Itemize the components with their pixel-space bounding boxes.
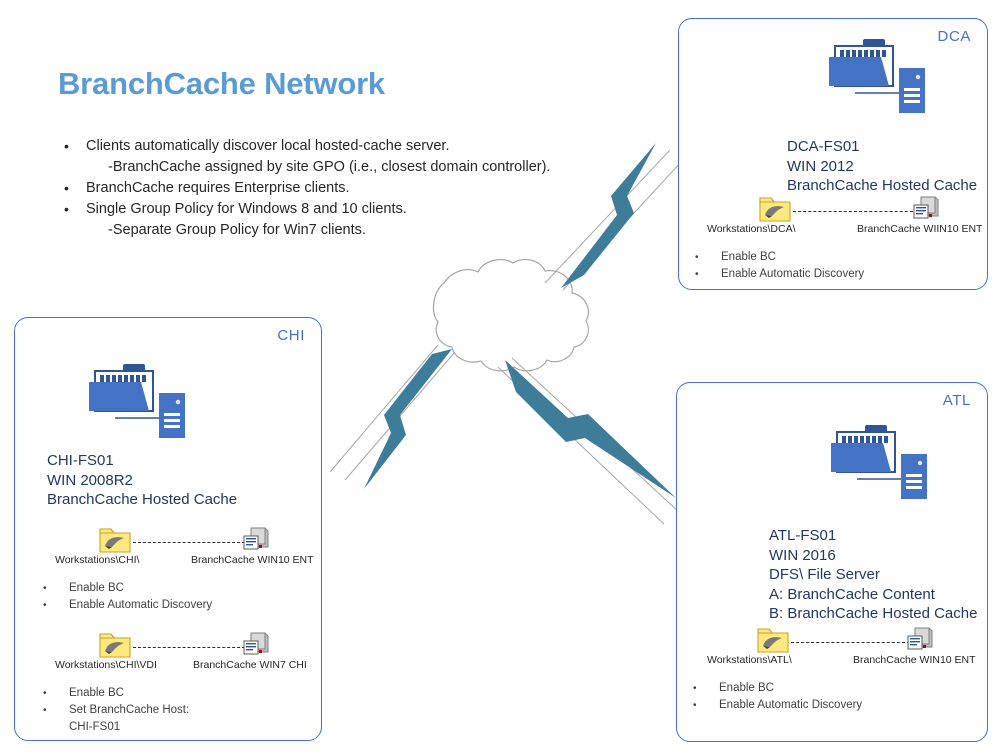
intro-bullet-0: • Clients automatically discover local h… (64, 136, 624, 157)
server-line: A: BranchCache Content (769, 585, 935, 603)
gpo-folder-label: Workstations\ATL\ (707, 654, 792, 666)
bullet-dot-icon: • (43, 705, 47, 716)
intro-bullet-text: Clients automatically discover local hos… (86, 138, 450, 154)
server-line: DCA-FS01 (787, 138, 860, 155)
bullet-dot-icon: • (43, 688, 47, 699)
server-info-chi: CHI-FS01 WIN 2008R2 BranchCache Hosted C… (47, 451, 237, 510)
server-line: BranchCache Hosted Cache (787, 177, 978, 194)
gpo-link-row: Workstations\CHI\VDI BranchCache WIN7 CH… (23, 630, 319, 671)
bullet-dot-icon: • (695, 252, 699, 263)
server-line: BranchCache Hosted Cache (47, 491, 238, 508)
gpo-bullet-text: Enable Automatic Discovery (721, 268, 865, 280)
intro-bullet-text: Single Group Policy for Windows 8 and 10… (86, 201, 407, 217)
gpo-policy-icon[interactable] (239, 525, 271, 555)
site-label-atl: ATL (942, 392, 971, 409)
gpo-bullet: • Enable Automatic Discovery (693, 697, 862, 714)
gpo-folder-icon[interactable] (99, 631, 131, 659)
gpo-group-chi-1: Workstations\CHI\ BranchCache WIN10 ENT … (23, 525, 319, 611)
gpo-link-row: Workstations\CHI\ BranchCache WIN10 ENT (23, 525, 319, 566)
server-line: WIN 2016 (769, 546, 836, 564)
bullet-dot-icon: • (64, 180, 69, 196)
site-box-chi[interactable]: CHI CHI-FS01 WIN 2008R2 BranchCa (14, 317, 322, 741)
gpo-group-atl-1: Workstations\ATL\ BranchCache WIN10 ENT … (685, 625, 985, 711)
server-info-atl: ATL-FS01 WIN 2016 DFS\ File Server A: Br… (769, 526, 977, 624)
gpo-folder-icon[interactable] (99, 526, 131, 554)
gpo-link-dashed-line (133, 542, 250, 543)
page-title: BranchCache Network (58, 66, 385, 101)
gpo-group-chi-2: Workstations\CHI\VDI BranchCache WIN7 CH… (23, 630, 319, 733)
bullet-dot-icon: • (43, 600, 47, 611)
gpo-bullet-list: • Enable BC • Enable Automatic Discovery (695, 249, 864, 283)
server-info-dca: DCA-FS01 WIN 2012 BranchCache Hosted Cac… (787, 137, 977, 196)
intro-bullet-4: -Separate Group Policy for Win7 clients. (64, 220, 624, 241)
gpo-link-dashed-line (793, 211, 923, 212)
intro-bullet-text: BranchCache requires Enterprise clients. (86, 180, 350, 196)
gpo-bullet: • Enable BC (43, 685, 189, 702)
intro-bullet-list: • Clients automatically discover local h… (64, 136, 624, 241)
gpo-bullet-list: • Enable BC • Enable Automatic Discovery (43, 580, 212, 614)
gpo-folder-label: Workstations\CHI\ (55, 554, 140, 566)
bullet-dot-icon: • (693, 683, 697, 694)
site-box-dca[interactable]: DCA DCA-FS01 WIN 2012 Branc (678, 18, 988, 290)
gpo-bullet: • Enable Automatic Discovery (695, 266, 864, 283)
gpo-bullet-text: Enable BC (721, 251, 776, 263)
intro-bullet-text: -BranchCache assigned by site GPO (i.e.,… (108, 159, 551, 175)
server-line: DFS\ File Server (769, 566, 880, 583)
bullet-dot-icon: • (693, 700, 697, 711)
gpo-policy-label: BranchCache WIIN10 ENT (857, 223, 983, 235)
intro-bullet-2: • BranchCache requires Enterprise client… (64, 178, 624, 199)
intro-bullet-text: -Separate Group Policy for Win7 clients. (108, 222, 366, 238)
wan-link-atl (497, 357, 681, 525)
gpo-link-row: Workstations\ATL\ BranchCache WIN10 ENT (685, 625, 985, 666)
gpo-policy-icon[interactable] (909, 194, 941, 224)
site-label-chi: CHI (277, 327, 305, 344)
gpo-bullet: • Enable Automatic Discovery (43, 597, 212, 614)
gpo-link-row: Workstations\DCA\ BranchCache WIIN10 ENT (687, 194, 983, 235)
file-server-icon (831, 425, 927, 499)
gpo-folder-label: Workstations\CHI\VDI (55, 659, 157, 671)
gpo-bullet-continuation: CHI-FS01 (69, 721, 121, 733)
bullet-dot-icon: • (695, 269, 699, 280)
gpo-bullet: • Set BranchCache Host: (43, 702, 189, 719)
server-line: WIN 2012 (787, 157, 854, 175)
gpo-bullet-list: • Enable BC • Enable Automatic Discovery (693, 680, 862, 714)
server-line: ATL-FS01 (769, 527, 837, 544)
gpo-group-dca-1: Workstations\DCA\ BranchCache WIIN10 ENT… (687, 194, 983, 280)
site-label-dca: DCA (937, 28, 971, 45)
gpo-bullet: • Enable BC (43, 580, 212, 597)
bullet-dot-icon: • (43, 583, 47, 594)
gpo-policy-label: BranchCache WIN10 ENT (191, 554, 314, 566)
gpo-bullet-text: Enable BC (719, 682, 774, 694)
bullet-dot-icon: • (64, 201, 69, 217)
gpo-link-dashed-line (133, 647, 250, 648)
file-server-icon (89, 364, 185, 438)
gpo-link-dashed-line (791, 642, 915, 643)
gpo-bullet: • Enable BC (693, 680, 862, 697)
gpo-bullet-list: • Enable BC • Set BranchCache Host: CHI-… (43, 685, 189, 736)
file-server-icon (829, 39, 925, 113)
server-line: CHI-FS01 (47, 452, 114, 469)
gpo-policy-label: BranchCache WIN10 ENT (853, 654, 976, 666)
site-box-atl[interactable]: ATL ATL-FS01 WIN 2016 DFS\ File (676, 382, 988, 742)
gpo-policy-icon[interactable] (903, 625, 935, 655)
wan-link-chi (329, 344, 456, 489)
gpo-policy-icon[interactable] (239, 630, 271, 660)
gpo-bullet-text: Enable Automatic Discovery (69, 599, 213, 611)
gpo-folder-label: Workstations\DCA\ (707, 223, 796, 235)
server-line: B: BranchCache Hosted Cache (769, 605, 978, 622)
intro-bullet-1: -BranchCache assigned by site GPO (i.e.,… (64, 157, 624, 178)
gpo-policy-label: BranchCache WIN7 CHI (193, 659, 307, 671)
gpo-bullet-text: Enable BC (69, 687, 124, 699)
bullet-dot-icon: • (64, 138, 69, 154)
intro-bullet-3: • Single Group Policy for Windows 8 and … (64, 199, 624, 220)
wan-cloud-icon (432, 258, 589, 372)
gpo-bullet-text: Set BranchCache Host: (69, 704, 190, 716)
gpo-bullet-text: Enable Automatic Discovery (719, 699, 863, 711)
gpo-bullet: • Enable BC (695, 249, 864, 266)
gpo-folder-icon[interactable] (757, 626, 789, 654)
server-line: WIN 2008R2 (47, 471, 133, 489)
gpo-folder-icon[interactable] (759, 195, 791, 223)
gpo-bullet-text: Enable BC (69, 582, 124, 594)
